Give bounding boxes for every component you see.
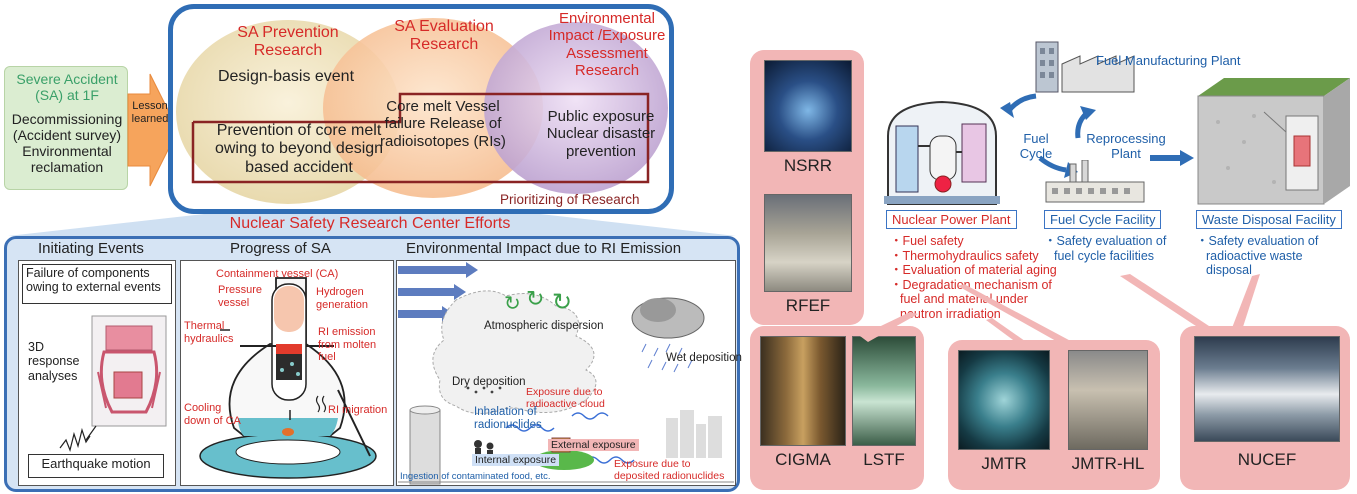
progress-of-sa-title: Progress of SA: [230, 240, 331, 257]
waste-disposal-image: [1197, 78, 1350, 205]
wdf-bullet-1: ・Safety evaluation of: [1196, 234, 1319, 248]
cigma-label: CIGMA: [775, 450, 831, 469]
environment-scene-image: ↻ ↻ ↻: [398, 262, 734, 485]
jmtr-hl-photo: [1068, 350, 1148, 450]
earthquake-box: [28, 454, 164, 478]
nucef-photo: [1194, 336, 1340, 442]
npp-box: Nuclear Power Plant: [886, 210, 1017, 229]
wdf-bullet-2: radioactive waste: [1206, 248, 1303, 263]
severe-accident-box: Severe Accident (SA) at 1F Decommissioni…: [4, 66, 128, 190]
pressure-vessel-label: Pressure vessel: [218, 284, 263, 309]
npp-bullets: ・Fuel safety ・Thermohydraulics safety ・E…: [890, 234, 1057, 321]
circle-env-impact: [484, 22, 668, 194]
circle-sa-evaluation: [323, 18, 543, 198]
seismic-wave-icon: [59, 425, 97, 452]
initiating-events-title: Initiating Events: [38, 240, 144, 257]
research-circles: [176, 18, 668, 204]
npp-bullet-6: neutron irradiation: [900, 306, 1001, 321]
prioritizing-label: Prioritizing of Research: [500, 192, 640, 207]
rfef-photo: [764, 194, 852, 292]
cigma-photo: [760, 336, 846, 446]
npp-bullet-3: ・Evaluation of material aging: [890, 263, 1057, 277]
hydrogen-label: Hydrogen generation: [316, 286, 368, 311]
nsrr-label: NSRR: [783, 156, 833, 175]
cooling-label: Cooling down of CA: [184, 402, 241, 427]
inhalation-label: Inhalation of radionuclides: [474, 406, 542, 432]
sa-prevention-title: SA Prevention Research: [237, 24, 339, 60]
failure-box: [22, 264, 172, 304]
cloud-exposure-label: Exposure due to radioactive cloud: [526, 386, 605, 411]
wdf-bullets: ・Safety evaluation of radioactive waste …: [1196, 234, 1318, 278]
sa-prevention-body: Design-basis event: [217, 68, 355, 85]
severe-accident-title: Severe Accident (SA) at 1F: [16, 71, 118, 104]
response-text: 3D response analyses: [28, 340, 80, 383]
external-exposure-label: External exposure: [548, 439, 639, 452]
sa-evaluation-body: Core melt Vessel failure Release of radi…: [380, 98, 506, 150]
connector-wedges: [860, 274, 1260, 350]
internal-exposure-label: Internal exposure: [472, 454, 560, 467]
lstf-label: LSTF: [863, 450, 905, 469]
structure-model-image: [91, 315, 167, 427]
ri-migration-label: RI migration: [328, 404, 388, 416]
wdf-box: Waste Disposal Facility: [1196, 210, 1342, 229]
fuel-cycle-label: Fuel Cycle: [1019, 131, 1053, 161]
failure-text: Failure of components owing to external …: [26, 266, 161, 295]
severe-accident-body: Decommissioning (Accident survey) Enviro…: [11, 111, 123, 176]
fcf-bullet-2: fuel cycle facilities: [1054, 248, 1155, 263]
jmtr-label: JMTR: [981, 454, 1027, 473]
fuel-cycle-facility-image: [1045, 160, 1145, 203]
deposited-exposure-label: Exposure due to deposited radionuclides: [614, 458, 725, 483]
ca-label: Containment vessel (CA): [216, 268, 339, 280]
fuel-manufacturing-label: Fuel Manufacturing Plant: [1096, 53, 1241, 68]
rfef-label: RFEF: [785, 296, 831, 315]
nucef-label: NUCEF: [1237, 450, 1297, 469]
jmtr-hl-label: JMTR-HL: [1071, 454, 1145, 473]
svg-text:↻: ↻: [504, 291, 521, 315]
power-plant-drawing: [884, 100, 1000, 205]
reprocessing-label: Reprocessing Plant: [1086, 131, 1166, 161]
fcf-bullets: ・Safety evaluation of fuel cycle facilit…: [1044, 234, 1166, 263]
lstf-photo: [852, 336, 916, 446]
nsrr-photo: [764, 60, 852, 152]
ri-emission-label: RI emission from molten fuel: [318, 326, 377, 364]
dry-deposition-label: Dry deposition: [452, 376, 526, 388]
environmental-impact-title: Environmental Impact due to RI Emission: [406, 240, 682, 257]
severity-step-line: [191, 92, 650, 184]
center-title: Nuclear Safety Research Center Efforts: [229, 215, 511, 232]
lesson-learned-arrow: [127, 73, 179, 187]
env-impact-title: Environmental Impact /Exposure Assessmen…: [548, 10, 666, 79]
earthquake-text: Earthquake motion: [41, 456, 151, 471]
atmospheric-label: Atmospheric dispersion: [484, 320, 604, 332]
jmtr-photo: [958, 350, 1050, 450]
npp-bullet-4: ・Degradation mechanism of: [890, 277, 1052, 292]
fuel-manufacturing-plant-image: [1035, 41, 1135, 93]
center-banner: [8, 214, 736, 236]
sa-evaluation-title: SA Evaluation Research: [394, 18, 494, 54]
npp-bullet-1: ・Fuel safety: [890, 234, 964, 248]
prevention-text: Prevention of core melt owing to beyond …: [214, 122, 384, 176]
svg-text:↻: ↻: [526, 287, 544, 312]
npp-bullet-2: ・Thermohydraulics safety: [890, 248, 1039, 263]
waste-arrow: [1150, 150, 1194, 166]
fcf-bullet-1: ・Safety evaluation of: [1044, 234, 1167, 248]
thermal-label: Thermal hydraulics: [184, 320, 234, 345]
lesson-learned-label: Lesson learned: [131, 100, 169, 125]
wdf-bullet-3: disposal: [1206, 263, 1252, 277]
fcf-box: Fuel Cycle Facility: [1044, 210, 1162, 229]
svg-text:↻: ↻: [552, 288, 572, 316]
env-impact-body: Public exposure Nuclear disaster prevent…: [546, 108, 656, 160]
wet-deposition-label: Wet deposition: [666, 352, 742, 364]
ingestion-label: Ingestion of contaminated food, etc.: [400, 471, 551, 482]
containment-vessel-image: [199, 277, 377, 479]
